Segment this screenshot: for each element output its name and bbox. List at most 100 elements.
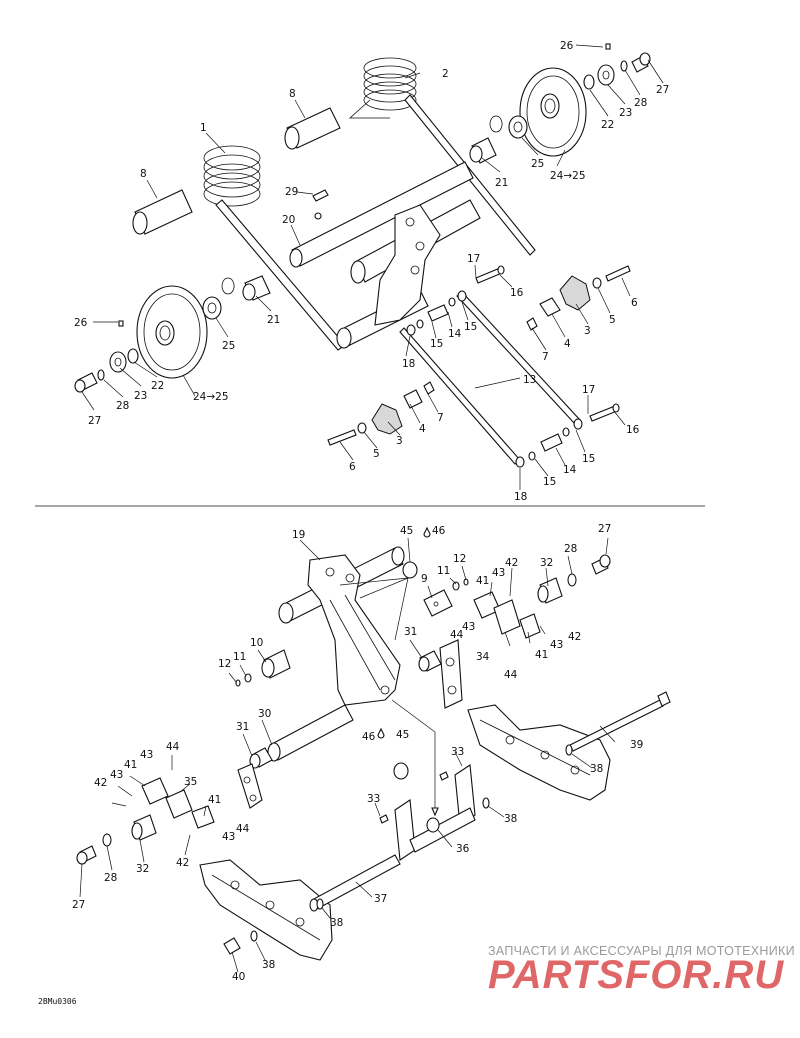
callout-9: 9	[421, 573, 428, 585]
part-45-upper	[402, 561, 418, 579]
bolt-33	[379, 771, 449, 824]
callout-1: 1	[200, 122, 207, 134]
callout-16: 16	[626, 424, 640, 436]
bottom-assembly: 19 45 46 27 28 32 12 11 9 42 43 41 43 44…	[72, 523, 671, 983]
stop-32-right	[537, 577, 563, 604]
callout-15: 15	[582, 453, 595, 465]
block-34	[473, 591, 541, 639]
callout-38: 38	[590, 763, 603, 775]
callout-15: 15	[464, 321, 477, 333]
callout-44: 44	[450, 629, 464, 641]
callout-29: 29	[285, 186, 298, 198]
bushing-31-right	[418, 650, 442, 672]
shaft-30	[267, 704, 354, 762]
callout-43: 43	[222, 831, 235, 843]
spacer-21-lower	[242, 275, 271, 301]
bumper-assembly-left	[327, 381, 435, 446]
callout-33: 33	[451, 746, 464, 758]
callout-35: 35	[184, 776, 197, 788]
callout-31: 31	[404, 626, 417, 638]
bolt-16-upper	[475, 265, 505, 284]
callout-38: 38	[504, 813, 517, 825]
callout-36: 36	[456, 843, 470, 855]
callout-27: 27	[88, 415, 101, 427]
callout-38: 38	[330, 917, 343, 929]
sleeve-8-lower	[132, 189, 193, 235]
nut-washer-upper	[452, 578, 469, 591]
callout-28: 28	[116, 400, 129, 412]
shaft-20	[289, 161, 474, 268]
callout-13: 13	[523, 374, 536, 386]
callout-30: 30	[258, 708, 271, 720]
callout-40: 40	[232, 971, 245, 983]
callout-7: 7	[437, 412, 444, 424]
callout-7: 7	[542, 351, 549, 363]
leader-lines-top	[81, 44, 664, 490]
callout-41: 41	[208, 794, 221, 806]
callout-8: 8	[140, 168, 147, 180]
callout-10: 10	[250, 637, 263, 649]
crossbar-36	[394, 764, 476, 861]
callout-27: 27	[72, 899, 85, 911]
watermark-tagline: ЗАПЧАСТИ И АКСЕССУАРЫ ДЛЯ МОТОТЕХНИКИ	[488, 944, 795, 958]
callout-44: 44	[166, 741, 180, 753]
callout-41: 41	[476, 575, 489, 587]
callout-43: 43	[110, 769, 123, 781]
watermark: ЗАПЧАСТИ И АКСЕССУАРЫ ДЛЯ МОТОТЕХНИКИ PA…	[488, 944, 795, 997]
bracket-left	[237, 763, 263, 809]
callout-4: 4	[419, 423, 426, 435]
leader-lines-bottom	[79, 537, 616, 973]
callout-15: 15	[430, 338, 443, 350]
top-assembly: 1 2 8 8 26 27 28 23 22 25 24→25 21 29 20…	[74, 40, 669, 503]
bolt-39	[569, 691, 671, 752]
callout-32: 32	[540, 557, 553, 569]
callout-43: 43	[550, 639, 563, 651]
callout-11: 11	[233, 651, 246, 663]
callout-12: 12	[453, 553, 466, 565]
callout-45: 45	[400, 525, 413, 537]
spacer-21-upper	[469, 137, 497, 164]
callout-28: 28	[104, 872, 117, 884]
callout-27: 27	[656, 84, 669, 96]
washer-22-lower	[127, 348, 139, 364]
idler-wheel-lower	[136, 285, 208, 379]
callout-27: 27	[598, 523, 611, 535]
callout-32: 32	[136, 863, 149, 875]
callout-42: 42	[94, 777, 107, 789]
callout-34: 34	[476, 651, 490, 663]
callout-42: 42	[505, 557, 518, 569]
callout-17: 17	[582, 384, 595, 396]
callout-23: 23	[619, 107, 632, 119]
rear-arm-19	[278, 546, 405, 706]
rail-right	[467, 704, 611, 801]
callout-43: 43	[140, 749, 153, 761]
callout-16: 16	[510, 287, 524, 299]
callout-labels-top: 1 2 8 8 26 27 28 23 22 25 24→25 21 29 20…	[74, 40, 669, 503]
block-35	[141, 777, 215, 829]
callout-23: 23	[134, 390, 147, 402]
bolt-16-lower	[589, 403, 620, 422]
spring-1	[203, 145, 346, 351]
cap-23-upper	[597, 64, 615, 86]
callout-20: 20	[282, 214, 295, 226]
callout-8: 8	[289, 88, 296, 100]
nut-40	[223, 937, 241, 955]
part-46-lower	[377, 727, 385, 739]
bearing-25-upper	[508, 115, 528, 139]
callout-46: 46	[362, 731, 376, 743]
lockwasher-28-lower	[97, 369, 105, 381]
bumper-10	[261, 649, 291, 679]
nut-washer-lower	[235, 673, 252, 687]
callout-24-25: 24→25	[550, 170, 586, 182]
bolt-29	[312, 189, 329, 220]
callout-labels-bottom: 19 45 46 27 28 32 12 11 9 42 43 41 43 44…	[72, 523, 643, 983]
callout-42: 42	[176, 857, 189, 869]
callout-41: 41	[124, 759, 137, 771]
callout-3: 3	[584, 325, 591, 337]
callout-25: 25	[531, 158, 544, 170]
callout-44: 44	[504, 669, 518, 681]
callout-19: 19	[292, 529, 305, 541]
callout-2: 2	[442, 68, 449, 80]
callout-5: 5	[609, 314, 616, 326]
